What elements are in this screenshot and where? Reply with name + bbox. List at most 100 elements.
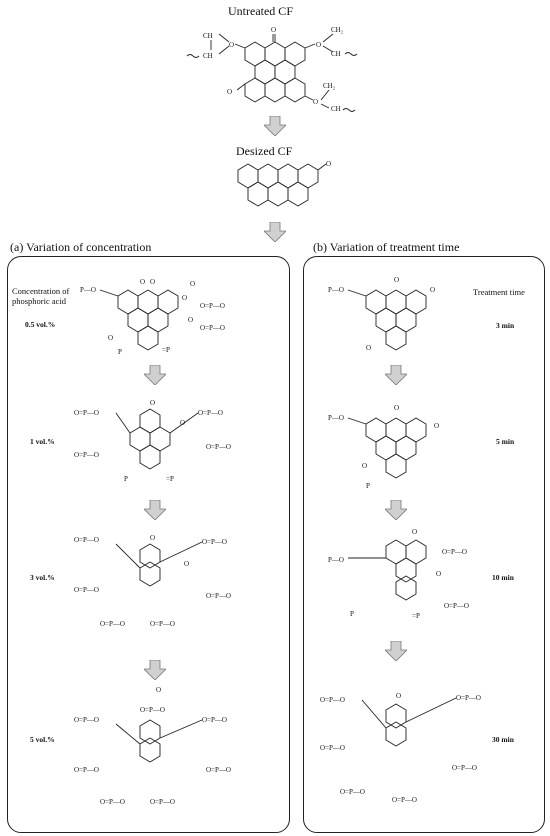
- svg-text:O: O: [156, 686, 161, 694]
- svg-text:=P: =P: [412, 612, 420, 620]
- svg-text:O=P—O: O=P—O: [320, 744, 345, 752]
- svg-text:CH₂: CH₂: [331, 26, 344, 34]
- structure-3-vol: O O=P—O O=P—O O=P—O O=P—O O=P—O O=P—O O: [74, 534, 231, 628]
- svg-text:O=P—O: O=P—O: [100, 620, 125, 628]
- down-arrow-icon: [144, 500, 166, 520]
- svg-text:O=P—O: O=P—O: [74, 766, 99, 774]
- svg-text:O: O: [180, 419, 185, 427]
- svg-text:P—O: P—O: [80, 286, 96, 294]
- svg-text:O: O: [394, 404, 399, 412]
- svg-text:O: O: [396, 692, 401, 700]
- svg-text:O=P—O: O=P—O: [340, 788, 365, 796]
- svg-text:P—O: P—O: [328, 286, 344, 294]
- svg-text:O=P—O: O=P—O: [74, 716, 99, 724]
- down-arrow-icon: [385, 365, 407, 385]
- svg-text:O: O: [150, 534, 155, 542]
- svg-text:O: O: [188, 316, 193, 324]
- svg-text:O=P—O: O=P—O: [74, 536, 99, 544]
- structure-10-min: P—O O O=P—O O O=P—O P =P: [328, 528, 469, 620]
- structure-3-min: P—O O O O: [328, 276, 435, 352]
- svg-text:O: O: [313, 98, 318, 106]
- time-level: 30 min: [492, 735, 514, 744]
- svg-text:O=P—O: O=P—O: [150, 798, 175, 806]
- svg-text:O=P—O: O=P—O: [206, 592, 231, 600]
- svg-text:O=P—O: O=P—O: [202, 716, 227, 724]
- svg-text:O=P—O: O=P—O: [100, 798, 125, 806]
- svg-text:CH: CH: [331, 105, 341, 113]
- svg-text:O: O: [140, 278, 145, 286]
- svg-text:O: O: [430, 286, 435, 294]
- svg-text:O=P—O: O=P—O: [198, 409, 223, 417]
- down-arrow-icon: [264, 222, 286, 242]
- svg-text:O=P—O: O=P—O: [444, 602, 469, 610]
- svg-text:O: O: [316, 41, 321, 49]
- svg-text:=P: =P: [166, 475, 174, 483]
- svg-text:O=P—O: O=P—O: [206, 766, 231, 774]
- svg-text:O: O: [326, 160, 331, 168]
- untreated-cf-structure: O O CH CH O CH₂ CH O O CH₂ CH: [186, 26, 358, 113]
- concentration-level: 3 vol.%: [30, 573, 55, 582]
- svg-text:O: O: [394, 276, 399, 284]
- svg-text:O: O: [150, 399, 155, 407]
- structure-30-min: O O=P—O O=P—O O=P—O O=P—O O=P—O O=P—O: [320, 692, 481, 804]
- desized-cf-structure: O: [237, 160, 331, 207]
- time-level: 10 min: [492, 573, 514, 582]
- svg-text:CH: CH: [203, 52, 213, 60]
- untreated-cf-title: Untreated CF: [228, 4, 293, 18]
- svg-text:O=P—O: O=P—O: [392, 796, 417, 804]
- panel-b: [303, 256, 545, 833]
- down-arrow-icon: [144, 660, 166, 680]
- panel-a-header: (a) Variation of concentration: [10, 240, 152, 254]
- svg-text:O: O: [108, 334, 113, 342]
- svg-text:O: O: [227, 88, 232, 96]
- svg-text:O: O: [184, 560, 189, 568]
- svg-text:O=P—O: O=P—O: [202, 538, 227, 546]
- svg-text:O=P—O: O=P—O: [140, 706, 165, 714]
- svg-text:O=P—O: O=P—O: [150, 620, 175, 628]
- panel-a: [7, 256, 290, 833]
- panel-b-header: (b) Variation of treatment time: [313, 240, 460, 254]
- svg-text:O=P—O: O=P—O: [200, 324, 225, 332]
- concentration-level: 5 vol.%: [30, 735, 55, 744]
- desized-cf-title: Desized CF: [236, 144, 293, 158]
- panel-a-axis-label: Concentration of phosphoric acid: [12, 286, 70, 306]
- down-arrow-icon: [144, 365, 166, 385]
- svg-text:O: O: [412, 528, 417, 536]
- down-arrow-icon: [385, 500, 407, 520]
- svg-text:O=P—O: O=P—O: [452, 764, 477, 772]
- svg-text:O=P—O: O=P—O: [206, 443, 231, 451]
- svg-text:O=P—O: O=P—O: [442, 548, 467, 556]
- svg-text:=P: =P: [162, 346, 170, 354]
- svg-text:P: P: [118, 348, 122, 356]
- panel-b-axis-label: Treatment time: [473, 287, 525, 297]
- svg-text:O=P—O: O=P—O: [200, 302, 225, 310]
- svg-text:O: O: [182, 294, 187, 302]
- svg-text:O: O: [366, 344, 371, 352]
- svg-text:O=P—O: O=P—O: [74, 586, 99, 594]
- time-level: 5 min: [496, 437, 515, 446]
- svg-text:CH₂: CH₂: [323, 82, 336, 90]
- svg-text:O=P—O: O=P—O: [320, 696, 345, 704]
- svg-text:O: O: [150, 278, 155, 286]
- concentration-level: 1 vol.%: [30, 437, 55, 446]
- svg-text:P: P: [366, 482, 370, 490]
- svg-text:P—O: P—O: [328, 556, 344, 564]
- svg-text:CH: CH: [331, 50, 341, 58]
- structure-5-min: P—O O O O P: [328, 404, 439, 490]
- svg-text:O: O: [436, 570, 441, 578]
- time-level: 3 min: [496, 321, 515, 330]
- svg-text:O: O: [190, 280, 195, 288]
- svg-text:O: O: [229, 41, 234, 49]
- svg-text:O=P—O: O=P—O: [74, 409, 99, 417]
- svg-text:CH: CH: [203, 32, 213, 40]
- svg-text:O: O: [434, 422, 439, 430]
- svg-text:O: O: [362, 462, 367, 470]
- svg-text:O=P—O: O=P—O: [74, 451, 99, 459]
- ketone-o: O: [271, 26, 276, 34]
- ring-system: [244, 41, 306, 103]
- svg-text:P: P: [124, 475, 128, 483]
- structure-1-vol: O O=P—O O=P—O O=P—O O=P—O O P =P: [74, 399, 231, 483]
- concentration-level: 0.5 vol.%: [25, 320, 56, 329]
- svg-text:P—O: P—O: [328, 414, 344, 422]
